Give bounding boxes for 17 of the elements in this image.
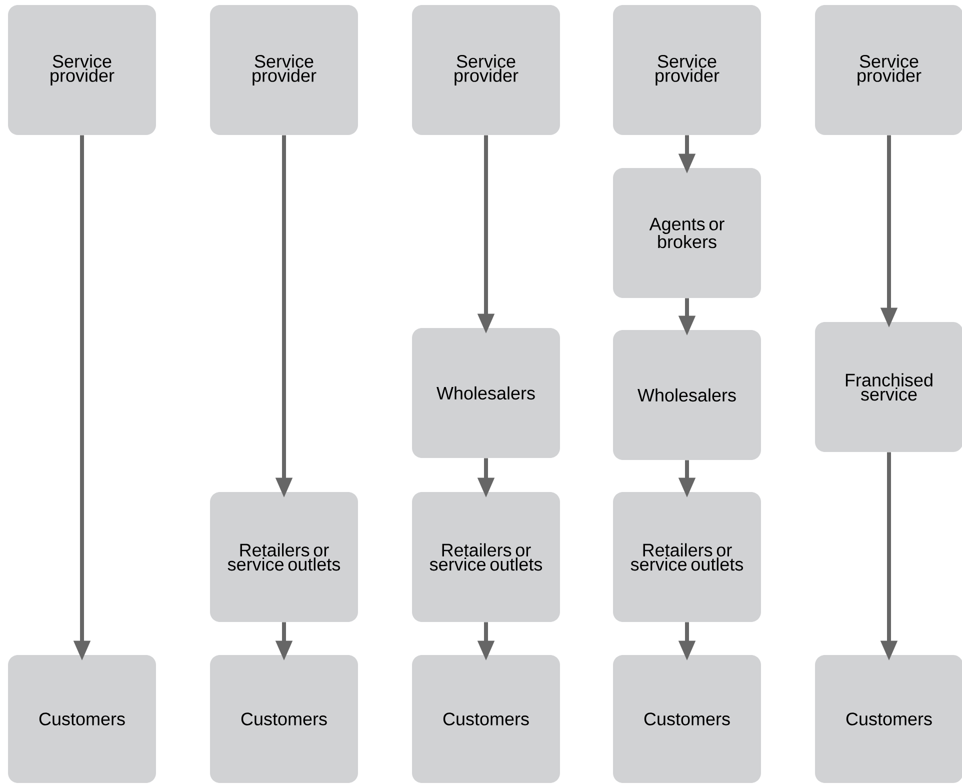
channel-box: Service provider [613,5,761,135]
channel-box: Service provider [815,5,962,135]
channel-box: Customers [815,655,962,783]
channel-box: Franchised service [815,322,962,452]
channel-box: Wholesalers [412,328,560,458]
channel-box: Retailers or service outlets [210,492,358,622]
channel-box: Service provider [8,5,156,135]
channel-box: Wholesalers [613,330,761,460]
channel-box: Customers [412,655,560,783]
channel-box: Agents or brokers [613,168,761,298]
channel-box: Customers [8,655,156,783]
channel-box: Customers [613,655,761,783]
channel-box: Retailers or service outlets [613,492,761,622]
channel-box: Service provider [210,5,358,135]
channel-box: Customers [210,655,358,783]
channel-box: Retailers or service outlets [412,492,560,622]
channel-box: Service provider [412,5,560,135]
